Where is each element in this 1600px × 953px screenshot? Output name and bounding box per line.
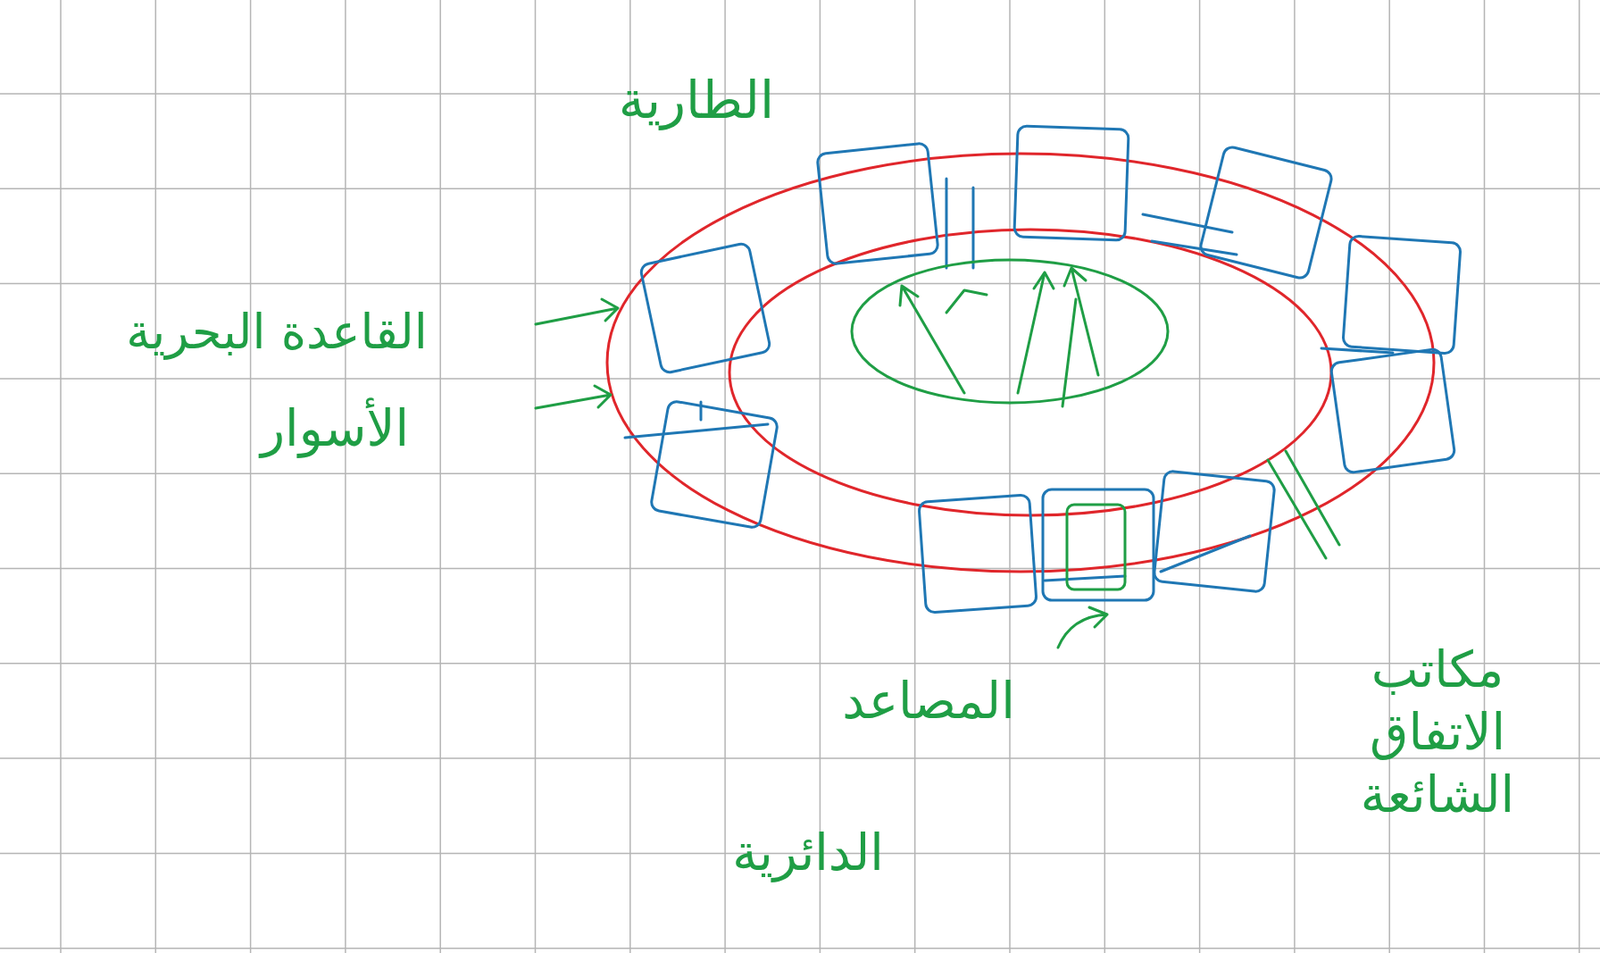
- leader-arrows: [535, 299, 1108, 648]
- sketch-label: المصاعد: [841, 669, 1015, 733]
- ring-rooms: [625, 125, 1461, 613]
- sketch-label: القاعدة البحرية: [125, 301, 428, 363]
- sketch-label: الأسوار: [260, 397, 409, 460]
- sketch-label: الدائرية: [732, 821, 884, 884]
- central-court: [851, 259, 1168, 403]
- sketch-label: مكاتب الاتفاق الشائعة: [1325, 638, 1550, 826]
- court-arrows: [900, 267, 1340, 590]
- inner-ring: [729, 229, 1332, 516]
- outer-ring: [607, 153, 1434, 572]
- sketch-label: الطارية: [618, 67, 775, 134]
